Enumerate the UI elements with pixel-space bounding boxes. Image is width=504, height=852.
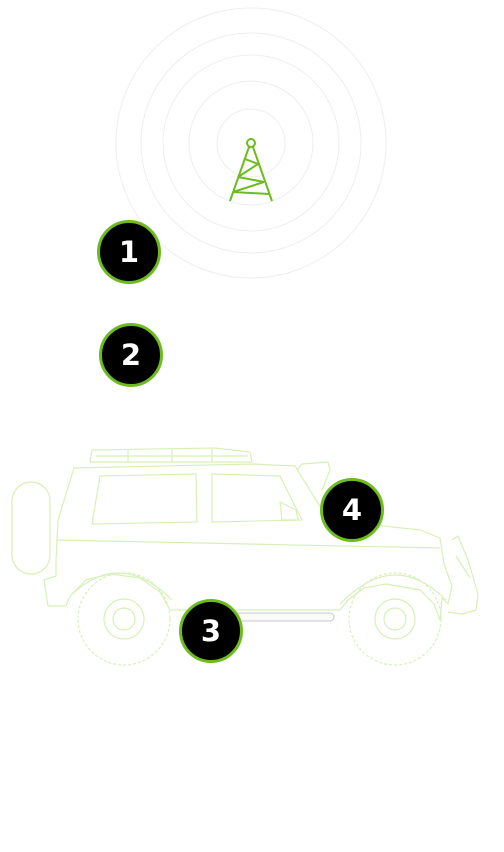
marker-4[interactable]: 4 xyxy=(320,478,384,542)
marker-2-label: 2 xyxy=(120,337,142,372)
marker-2[interactable]: 2 xyxy=(99,323,163,387)
marker-3-label: 3 xyxy=(200,613,222,648)
marker-1[interactable]: 1 xyxy=(97,220,161,284)
marker-4-label: 4 xyxy=(341,492,363,527)
suv-outline xyxy=(11,447,479,666)
marker-1-label: 1 xyxy=(118,234,140,269)
signal-rings xyxy=(115,7,387,279)
marker-3[interactable]: 3 xyxy=(179,599,243,663)
cell-tower-icon xyxy=(229,138,273,202)
